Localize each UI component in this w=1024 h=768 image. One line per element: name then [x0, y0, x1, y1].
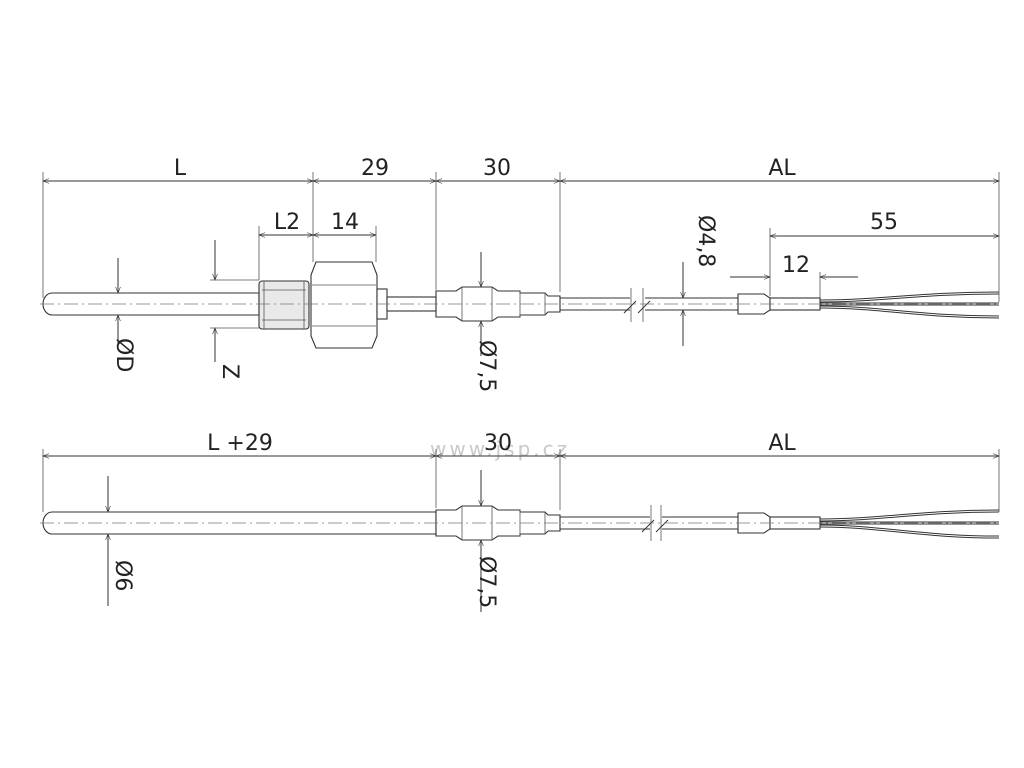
dia-label-7-5: Ø7,5: [474, 340, 499, 392]
thread-ring: [258, 280, 310, 330]
dim-label-29: 29: [361, 156, 389, 181]
dim-label-AL: AL: [768, 156, 796, 181]
probe-tube: [42, 292, 260, 316]
dim-label-Z: Z: [217, 364, 242, 379]
hex-nut: [310, 261, 378, 349]
dim-label-12: 12: [782, 253, 810, 278]
dim-label-30b: 30: [484, 431, 512, 456]
wires-b: [819, 509, 1000, 539]
dim-label-L: L: [174, 156, 187, 181]
dim-label-L29: L +29: [207, 431, 273, 456]
dia-label-D: ØD: [111, 338, 136, 372]
dim-label-30: 30: [483, 156, 511, 181]
bottom-view: L +29 30 AL Ø6 Ø7,5: [40, 431, 1000, 612]
dim-label-14: 14: [331, 210, 359, 235]
wires: [819, 291, 1000, 319]
top-view: L 29 30 AL L2 14 55 12: [40, 156, 1000, 392]
dia-label-4-8: Ø4,8: [693, 215, 718, 267]
dim-label-L2: L2: [274, 210, 300, 235]
dia-label-7-5-b: Ø7,5: [474, 556, 499, 608]
dim-label-55: 55: [870, 210, 898, 235]
dim-label-ALb: AL: [768, 431, 796, 456]
dia-label-6: Ø6: [110, 560, 135, 591]
